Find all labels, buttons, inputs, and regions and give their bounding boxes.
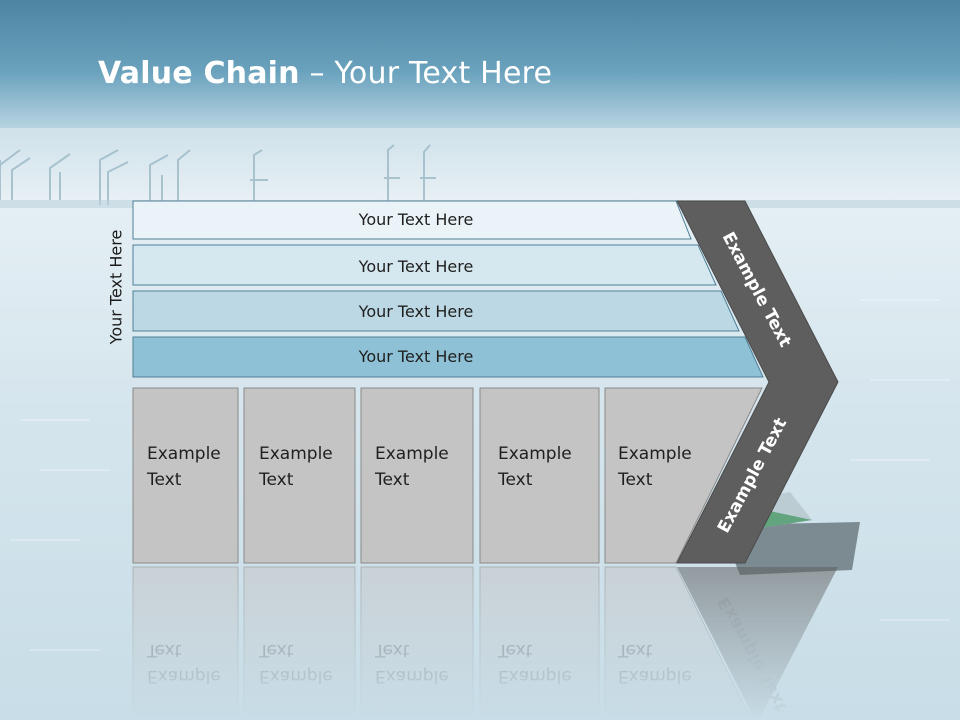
reflection-box-1-line2: Text	[146, 640, 182, 660]
margin-chevron: Example Text Example Text	[676, 200, 839, 564]
bar-4-shape	[132, 336, 764, 378]
activity-box-4-shape	[479, 387, 600, 564]
title-bold: Value Chain	[98, 56, 300, 91]
reflection-box-1-line1: Example	[147, 666, 221, 686]
activity-box-5-line2: Text	[617, 470, 653, 490]
reflection-box-2-line1: Example	[259, 666, 333, 686]
activity-box-1: Example Text	[132, 387, 239, 564]
bar-1-shape	[132, 200, 692, 240]
diagram-reflection: Example Text Example Text Example Text E…	[132, 566, 838, 720]
bar-4: Your Text Here	[132, 336, 764, 378]
bar-4-label: Your Text Here	[358, 347, 474, 366]
activity-box-2-line1: Example	[259, 444, 333, 464]
reflection-box-5-line1: Example	[618, 666, 692, 686]
activity-box-4-line2: Text	[497, 470, 533, 490]
bar-1-label: Your Text Here	[358, 210, 474, 229]
activity-box-3-line1: Example	[375, 444, 449, 464]
activity-box-2-shape	[243, 387, 356, 564]
activity-box-1-line2: Text	[146, 470, 182, 490]
water-ripples	[10, 299, 950, 651]
activity-box-3: Example Text	[360, 387, 474, 564]
harbour-cranes	[0, 144, 436, 205]
reflection-box-3-line2: Text	[374, 640, 410, 660]
activity-box-2: Example Text	[243, 387, 356, 564]
reflection-box-4-line1: Example	[498, 666, 572, 686]
bar-2: Your Text Here	[132, 244, 717, 286]
activity-box-4-line1: Example	[498, 444, 572, 464]
reflection-box-4-line2: Text	[497, 640, 533, 660]
activity-box-5: Example Text	[604, 387, 763, 564]
activity-box-1-shape	[132, 387, 239, 564]
bar-2-label: Your Text Here	[358, 257, 474, 276]
slide-title: Value Chain – Your Text Here	[98, 56, 552, 91]
activity-box-5-line1: Example	[618, 444, 692, 464]
activity-box-3-shape	[360, 387, 474, 564]
reflection-box-5-line2: Text	[617, 640, 653, 660]
activity-box-5-shape	[604, 387, 763, 564]
activity-box-1-line1: Example	[147, 444, 221, 464]
bar-3: Your Text Here	[132, 290, 740, 332]
reflection-box-2-line2: Text	[258, 640, 294, 660]
bar-2-shape	[132, 244, 717, 286]
reflection-box-3-line1: Example	[375, 666, 449, 686]
activity-box-2-line2: Text	[258, 470, 294, 490]
bar-1: Your Text Here	[132, 200, 692, 240]
margin-chevron-shape	[676, 200, 839, 564]
bar-3-shape	[132, 290, 740, 332]
bar-3-label: Your Text Here	[358, 302, 474, 321]
activity-box-4: Example Text	[479, 387, 600, 564]
activity-box-3-line2: Text	[374, 470, 410, 490]
title-rest: – Your Text Here	[299, 56, 553, 91]
